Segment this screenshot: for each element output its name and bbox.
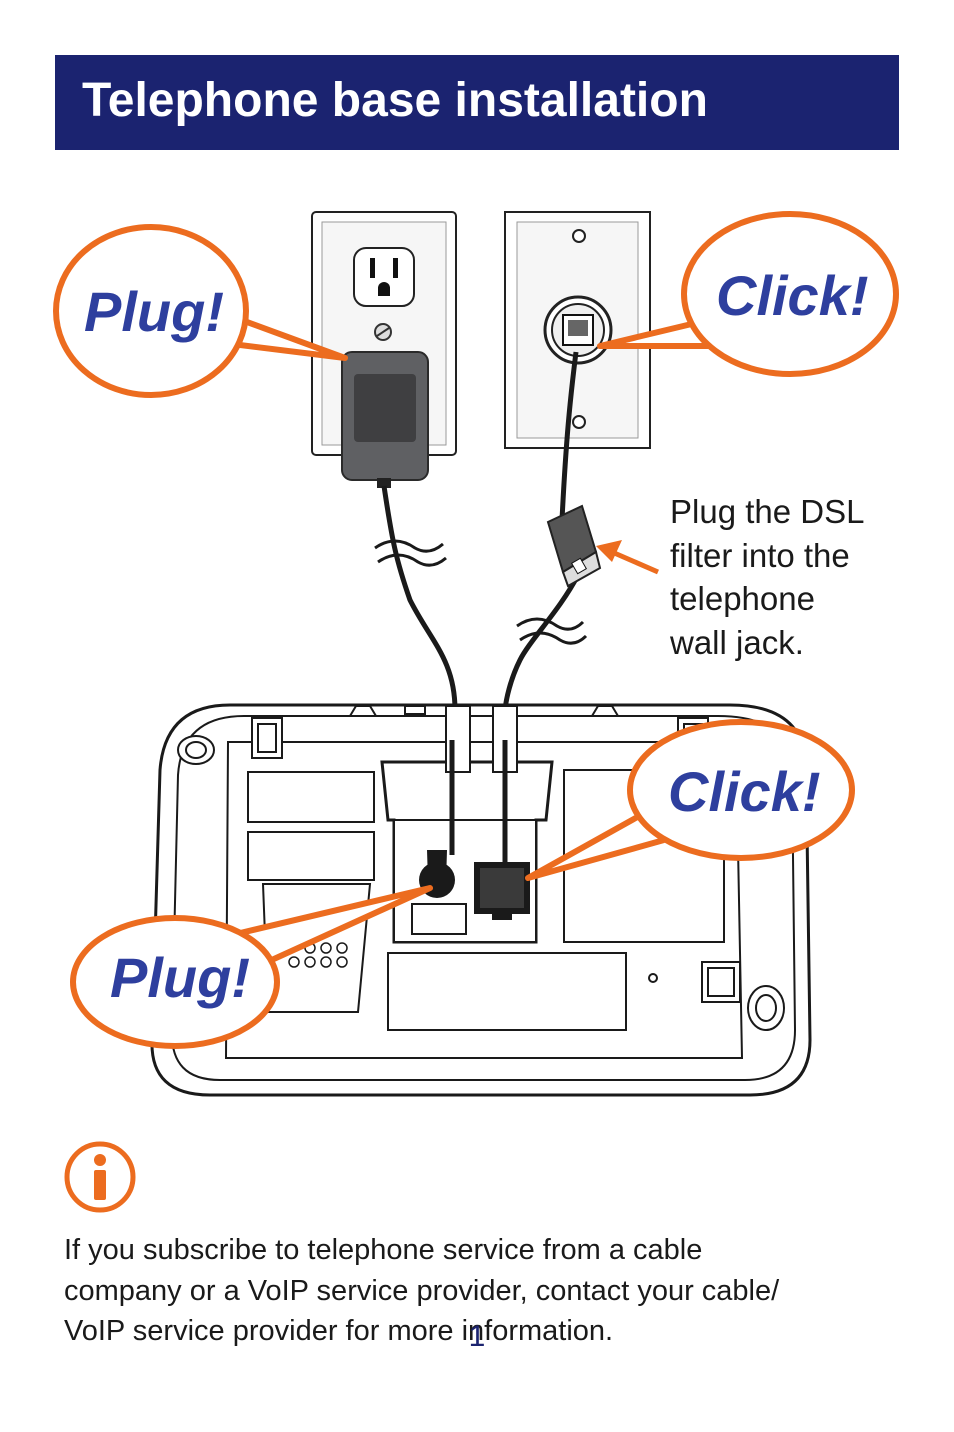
dsl-filter-note: Plug the DSL filter into the telephone w… [670, 490, 900, 664]
page-number: 1 [468, 1320, 486, 1353]
dsl-note-line: Plug the DSL [670, 493, 865, 530]
callout-click-top [597, 211, 899, 377]
dsl-note-line: telephone [670, 580, 815, 617]
info-line: VoIP service provider for more informati… [64, 1315, 614, 1347]
info-line: company or a VoIP service provider, cont… [64, 1274, 780, 1307]
dsl-note-line: wall jack. [670, 623, 804, 661]
info-note: If you subscribe to telephone service fr… [64, 1230, 924, 1352]
callout-plug-top [53, 224, 348, 398]
callout-click-bottom [525, 719, 855, 881]
power-adapter-icon [341, 351, 429, 488]
dsl-filter-icon [546, 504, 602, 588]
callout-plug-bottom [70, 885, 433, 1049]
callout-label-plug-top: Plug! [84, 280, 224, 343]
callout-label-click-bottom: Click! [668, 760, 821, 823]
info-line: If you subscribe to telephone service fr… [64, 1234, 703, 1266]
info-icon [64, 1141, 136, 1213]
callout-label-plug-bottom: Plug! [110, 946, 250, 1009]
page-title: Telephone base installation [82, 74, 708, 127]
phone-wall-jack-icon [504, 211, 651, 449]
callout-label-click-top: Click! [716, 264, 869, 327]
dsl-filter-arrow [596, 540, 659, 575]
header-bar: Telephone base installation [55, 55, 899, 150]
dsl-note-line: filter into the [670, 536, 850, 574]
